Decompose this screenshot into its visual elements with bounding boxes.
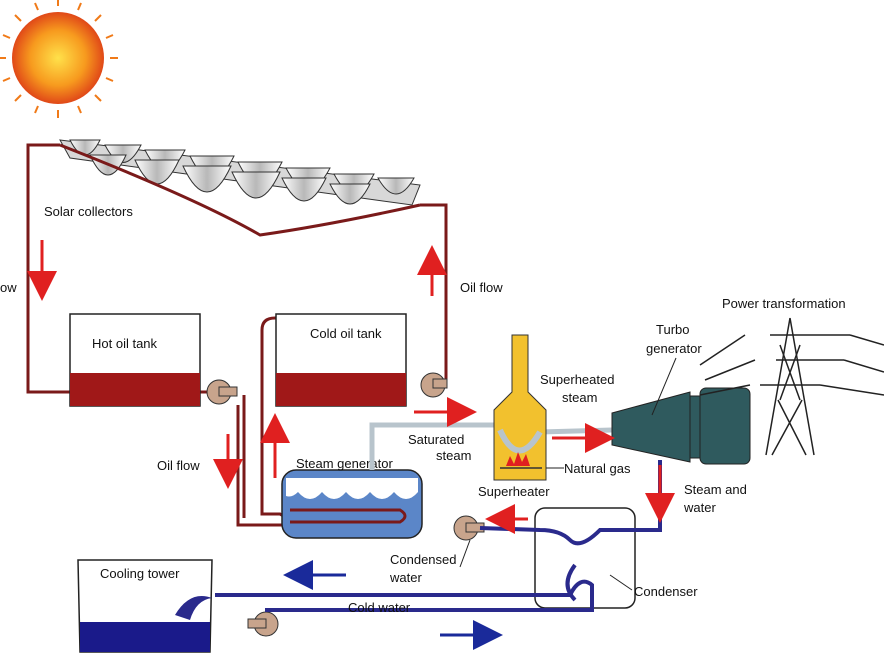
steam-and-water-label-line1: Steam and — [684, 482, 747, 497]
hot-oil-tank: Hot oil tank — [69, 313, 201, 407]
solar-collectors-label: Solar collectors — [44, 204, 133, 219]
oil-flow-label-right: Oil flow — [460, 280, 503, 295]
power-transformation-label: Power transformation — [722, 296, 846, 311]
water-pipe-network — [215, 460, 662, 612]
power-tower-icon — [699, 317, 884, 456]
cold-oil-tank: Cold oil tank — [275, 313, 407, 407]
cooling-tower: Cooling tower — [77, 559, 213, 653]
superheated-steam-label-line1: Superheated — [540, 372, 614, 387]
superheated-steam-label-line2: steam — [562, 390, 597, 405]
solar-collectors-array — [59, 139, 421, 237]
flow-label-left: ow — [0, 280, 17, 295]
oil-flow-label-left: Oil flow — [157, 458, 200, 473]
pump-icon — [206, 379, 238, 405]
steam-generator: Steam generator — [281, 456, 423, 539]
turbo-generator — [611, 387, 751, 465]
saturated-steam-label-line2: steam — [436, 448, 471, 463]
turbo-generator-label-line2: generator — [646, 341, 702, 356]
oil-flow-arrows — [27, 240, 675, 534]
superheater-label: Superheater — [478, 484, 550, 499]
flame-icon — [500, 452, 542, 469]
condensed-water-leader — [459, 539, 471, 568]
pump-icon — [247, 611, 279, 637]
turbo-generator-leader — [651, 357, 677, 416]
saturated-steam-label-line1: Saturated — [408, 432, 464, 447]
natural-gas-label: Natural gas — [564, 461, 631, 476]
water-flow-arrows — [283, 560, 503, 650]
condenser-label: Condenser — [634, 584, 698, 599]
turbo-generator-label-line1: Turbo — [656, 322, 689, 337]
sun-icon — [0, 0, 118, 118]
pump-icon — [420, 372, 448, 398]
condensed-water-label-line1: Condensed — [390, 552, 457, 567]
cold-oil-tank-label: Cold oil tank — [310, 326, 382, 341]
condensed-water-label-line2: water — [389, 570, 422, 585]
hot-oil-tank-label: Hot oil tank — [92, 336, 158, 351]
superheater — [493, 334, 547, 481]
condenser-leader — [609, 574, 633, 591]
cooling-tower-label: Cooling tower — [100, 566, 180, 581]
cold-water-label: Cold water — [348, 600, 411, 615]
steam-and-water-label-line2: water — [683, 500, 716, 515]
steam-generator-label: Steam generator — [296, 456, 394, 471]
